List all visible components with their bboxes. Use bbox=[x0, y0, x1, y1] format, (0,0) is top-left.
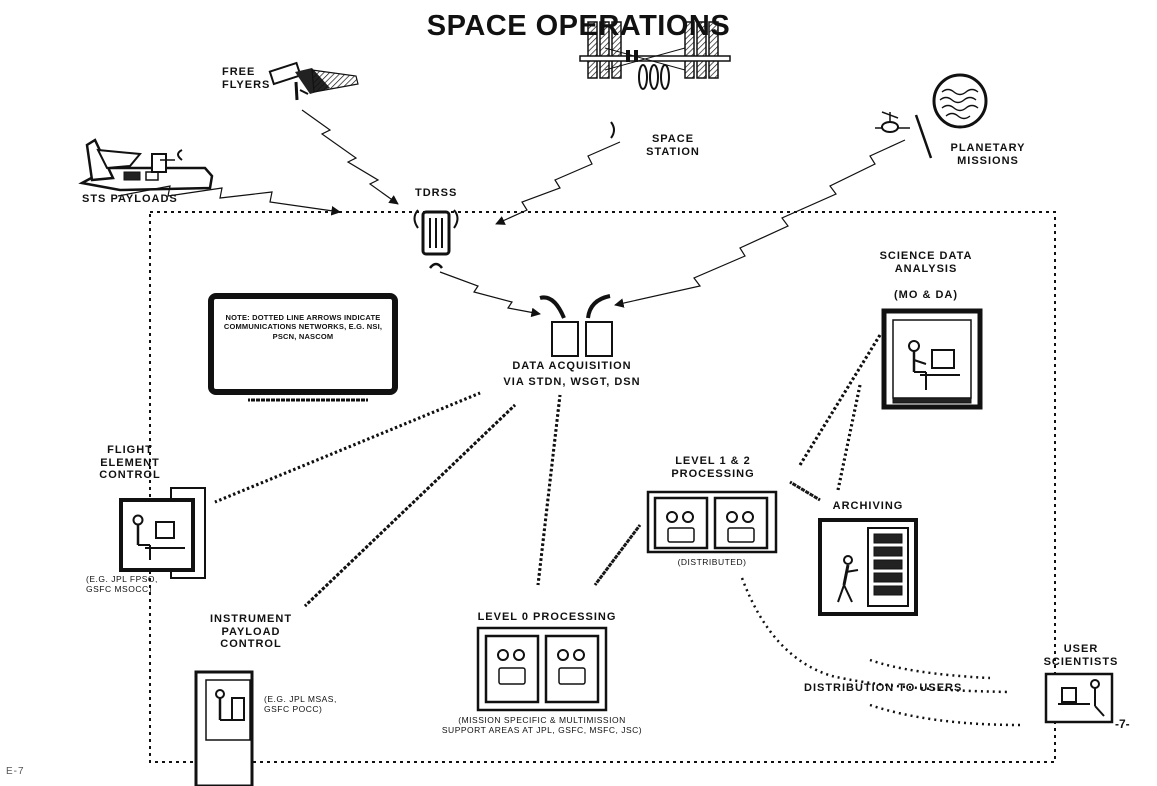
note-text: NOTE: DOTTED LINE ARROWS INDICATE COMMUN… bbox=[223, 313, 383, 341]
level0-processors-icon bbox=[476, 626, 608, 712]
instrument-console-icon bbox=[194, 670, 254, 786]
free-flyers-label: FREE FLYERS bbox=[222, 66, 271, 91]
planetary-probe-icon bbox=[875, 111, 933, 159]
flight-control-console-icon bbox=[119, 487, 206, 579]
page-title: SPACE OPERATIONS bbox=[426, 10, 731, 42]
data-acquisition-label: DATA ACQUISITION bbox=[512, 360, 632, 372]
science-data-analysis-sublabel: (MO & DA) bbox=[894, 289, 958, 301]
distribution-curves bbox=[740, 577, 1021, 727]
space-station-label: SPACE STATION bbox=[646, 133, 700, 158]
tdrss-label: TDRSS bbox=[415, 187, 458, 199]
planetary-missions-label: PLANETARY MISSIONS bbox=[950, 142, 1026, 167]
level0-processing-label: LEVEL 0 PROCESSING bbox=[477, 611, 617, 623]
user-scientists-label: USER SCIENTISTS bbox=[1043, 643, 1119, 668]
figure-id: E-7 bbox=[6, 766, 25, 777]
free-flyer-satellite-icon bbox=[268, 61, 359, 101]
level12-processing-label: LEVEL 1 & 2 PROCESSING bbox=[671, 455, 755, 480]
level0-processing-caption: (MISSION SPECIFIC & MULTIMISSION SUPPORT… bbox=[441, 715, 643, 736]
page-number: -7- bbox=[1115, 717, 1130, 731]
science-workstation-icon bbox=[881, 308, 983, 410]
planet-icon bbox=[932, 73, 988, 129]
archiving-label: ARCHIVING bbox=[832, 500, 904, 512]
ground-system-boundary bbox=[149, 211, 1056, 763]
data-acquisition-networks: VIA STDN, WSGT, DSN bbox=[503, 376, 641, 388]
sts-orbiter-icon bbox=[78, 138, 214, 192]
space-ground-links bbox=[117, 109, 906, 318]
instrument-payload-control-example: (E.G. JPL MSAS, GSFC POCC) bbox=[264, 694, 337, 715]
network-links bbox=[214, 334, 882, 608]
level12-processing-caption: (DISTRIBUTED) bbox=[677, 557, 747, 567]
level12-processors-icon bbox=[646, 490, 778, 554]
flight-element-control-label: FLIGHT ELEMENT CONTROL bbox=[99, 444, 161, 482]
sts-payloads-label: STS PAYLOADS bbox=[82, 193, 178, 205]
instrument-payload-control-label: INSTRUMENT PAYLOAD CONTROL bbox=[209, 613, 293, 651]
flight-element-control-example: (E.G. JPL FPSO, GSFC MSOCC) bbox=[86, 574, 158, 595]
archive-storage-icon bbox=[818, 518, 918, 616]
user-scientist-icon bbox=[1044, 672, 1114, 724]
note-box: NOTE: DOTTED LINE ARROWS INDICATE COMMUN… bbox=[208, 293, 398, 395]
distribution-to-users-label: DISTRIBUTION TO USERS bbox=[804, 682, 963, 694]
space-station-icon bbox=[579, 21, 731, 139]
science-data-analysis-label: SCIENCE DATA ANALYSIS bbox=[879, 250, 973, 275]
tdrss-satellite-icon bbox=[413, 209, 459, 269]
ground-antenna-icon bbox=[539, 294, 613, 357]
